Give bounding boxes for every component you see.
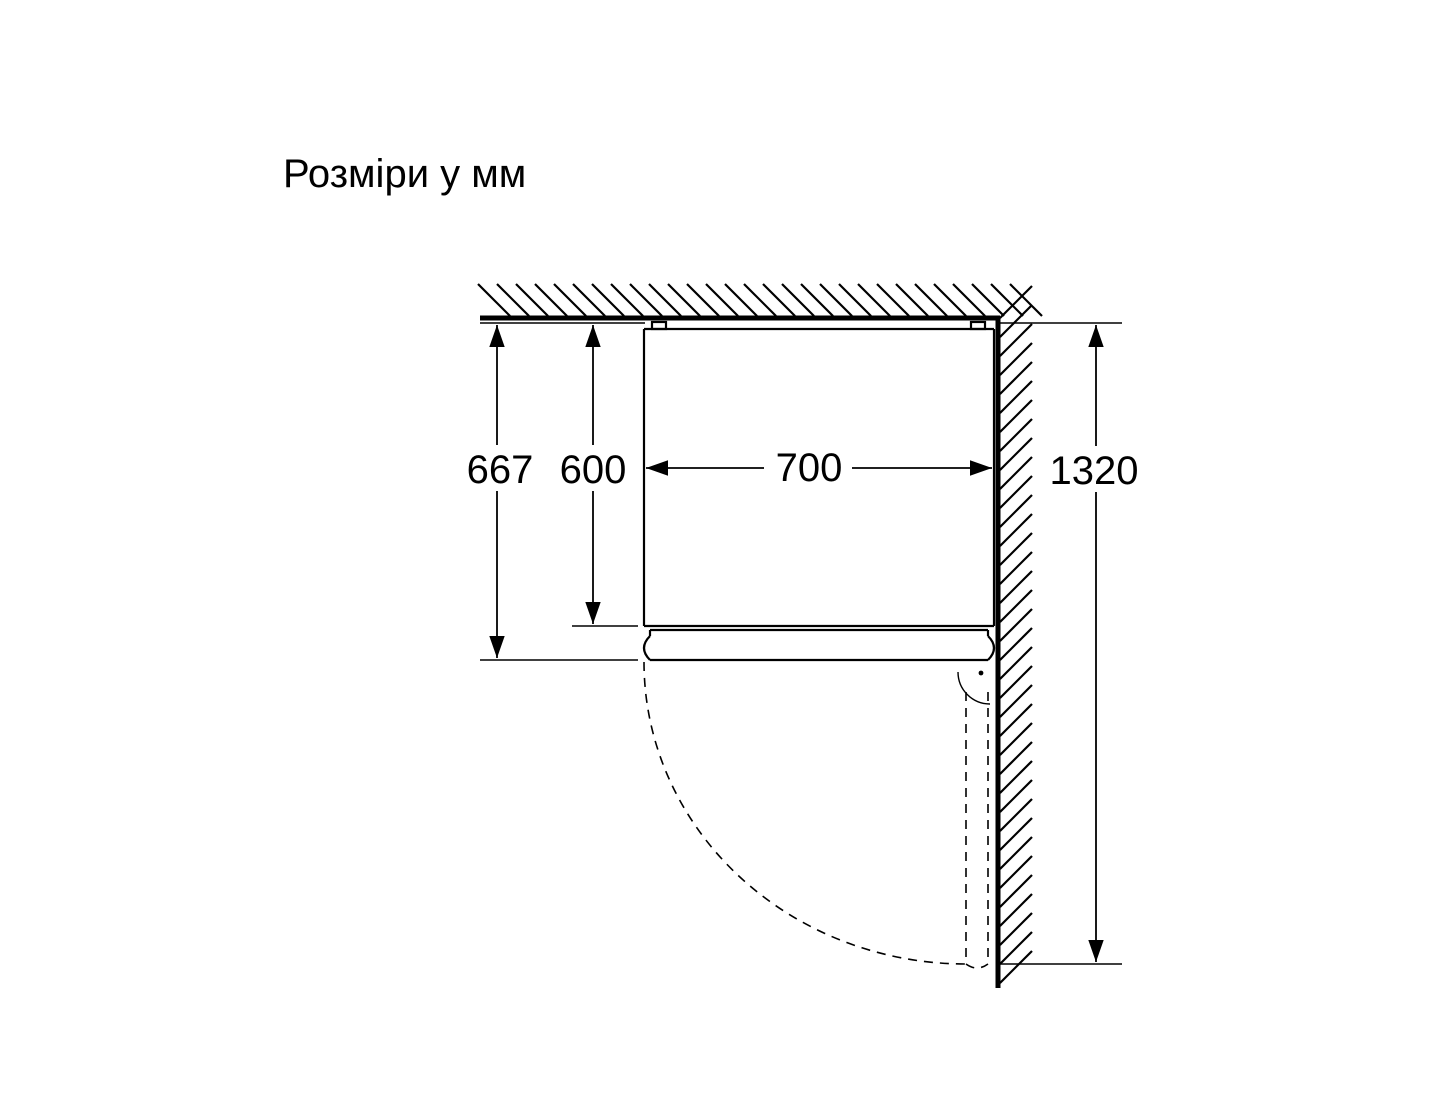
hatch-stroke [667,283,701,317]
extension-lines [480,322,1122,965]
hatch-stroke [1009,283,1043,317]
hatch-stroke [999,475,1033,509]
hatch-stroke [999,798,1033,832]
hatch-stroke [999,817,1033,851]
hatch-stroke [999,874,1033,908]
hatch-stroke [933,283,967,317]
dimension-700-label: 700 [776,446,843,490]
hatch-stroke [591,283,625,317]
hatch-stroke [743,283,777,317]
hatch-stroke [999,437,1033,471]
hatch-stroke [999,931,1033,965]
hatch-stroke [496,283,530,317]
hatch-stroke [572,283,606,317]
hatch-stroke [999,380,1033,414]
appliance-body [642,320,996,628]
hatch-stroke [477,283,511,317]
hatch-stroke [648,283,682,317]
hatch-stroke [999,627,1033,661]
hatch-stroke [999,418,1033,452]
hatch-stroke [781,283,815,317]
hatch-stroke [999,703,1033,737]
hatch-stroke [534,283,568,317]
hatch-stroke [999,855,1033,889]
hatch-stroke [999,893,1033,927]
hatch-stroke [914,283,948,317]
hatch-stroke [999,304,1033,338]
door-swing-path [643,661,989,969]
hatch-stroke [999,665,1033,699]
hatch-stroke [990,283,1024,317]
dimension-1320-label: 1320 [1050,449,1139,493]
hatch-stroke [999,779,1033,813]
hatch-stroke [999,912,1033,946]
hatch-stroke [999,532,1033,566]
dimension-667-label: 667 [467,448,534,492]
hatch-stroke [971,283,1005,317]
hatch-stroke [999,551,1033,585]
hatch-stroke [819,283,853,317]
hatch-stroke [999,570,1033,604]
hatch-stroke [838,283,872,317]
hatch-stroke [999,342,1033,376]
hatch-stroke [999,494,1033,528]
hatch-stroke [999,513,1033,547]
hatch-stroke [999,741,1033,775]
hatch-stroke [952,283,986,317]
hatch-stroke [686,283,720,317]
hatch-stroke [999,608,1033,642]
hatch-stroke [999,684,1033,718]
hatch-stroke [800,283,834,317]
hatch-stroke [999,836,1033,870]
hatch-stroke [999,323,1033,357]
right-wall-hatching [999,285,1033,984]
hatch-stroke [999,722,1033,756]
hatch-stroke [999,589,1033,623]
hatch-stroke [999,285,1033,319]
page-title: Розміри у мм [283,152,527,196]
hatch-stroke [515,283,549,317]
hatch-stroke [895,283,929,317]
hatch-stroke [705,283,739,317]
hatch-stroke [999,399,1033,433]
hatch-stroke [610,283,644,317]
hatch-stroke [999,456,1033,490]
hatch-stroke [762,283,796,317]
hatch-stroke [629,283,663,317]
hatch-stroke [999,760,1033,794]
dimension-600-label: 600 [560,448,627,492]
hatch-stroke [999,950,1033,984]
hatch-stroke [857,283,891,317]
right-angle-marker [957,670,991,705]
hatch-stroke [553,283,587,317]
hatch-stroke [999,646,1033,680]
top-wall-hatching [477,283,1043,317]
hatch-stroke [999,361,1033,395]
appliance-door [642,628,996,662]
hatch-stroke [876,283,910,317]
hatch-stroke [724,283,758,317]
